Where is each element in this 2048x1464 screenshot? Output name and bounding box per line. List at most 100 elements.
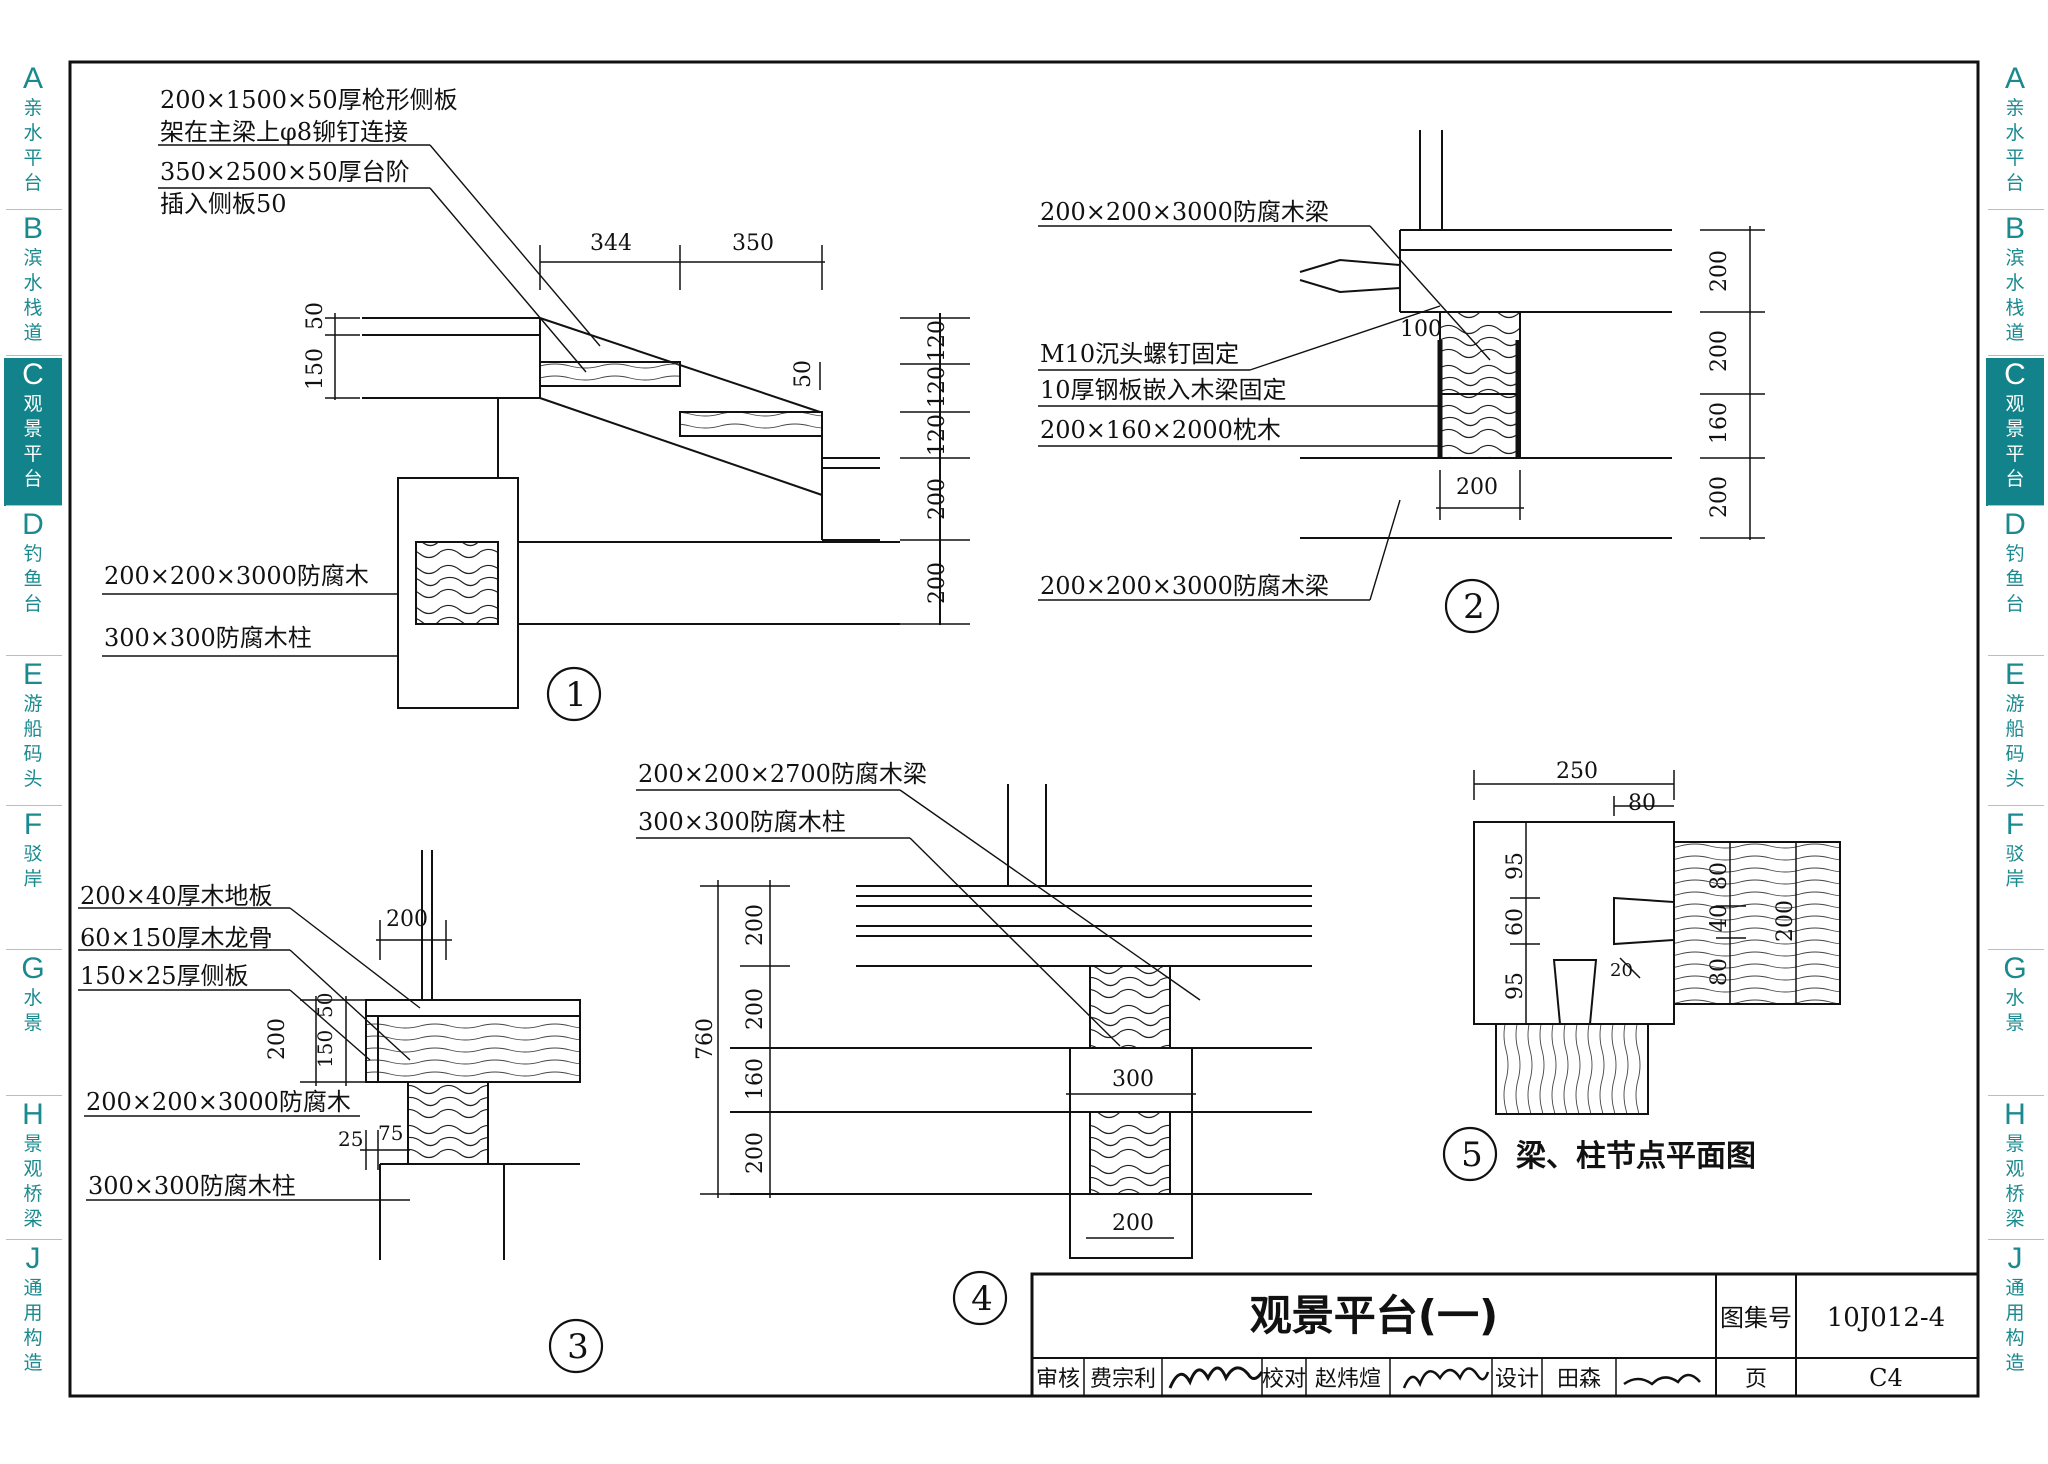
drawing-label: 200×40厚木地板 (80, 882, 272, 910)
drawing-label: 200 (1707, 250, 1732, 292)
drawing-label: 审核 (1036, 1367, 1080, 1392)
chapter-tab-letter: A (22, 62, 43, 95)
signature-designer (1623, 1373, 1701, 1386)
chapter-tab-letter: J (25, 1242, 41, 1275)
drawing-label: 200 (925, 478, 950, 520)
drawing-label: 校对 (1262, 1367, 1306, 1392)
drawing-label: 250 (1556, 759, 1598, 784)
drawing-label: 200×200×3000防腐木 (104, 562, 369, 590)
drawing-label: 95 (1503, 852, 1528, 880)
chapter-tab-letter: A (2004, 62, 2025, 95)
drawing-label: 50 (313, 993, 337, 1018)
drawing-label: 200 (386, 907, 428, 932)
detail-4-text: 200×200×2700防腐木梁 300×300防腐木柱 760 200 200… (638, 760, 1154, 1319)
chapter-tab-letter: B (2004, 212, 2025, 245)
drawing-label: 200 (1112, 1211, 1154, 1236)
drawing-label: 150 (303, 348, 328, 390)
chapter-tab-letter: E (22, 658, 43, 691)
drawing-label: 120 (925, 320, 950, 362)
chapter-tab-divider (1988, 209, 2044, 210)
drawing-label: 10J012-4 (1827, 1303, 1945, 1333)
drawing-label: 760 (693, 1018, 718, 1060)
drawing-label: 200 (743, 1132, 768, 1174)
drawing-label: 350 (732, 231, 774, 256)
drawing-label: 200 (925, 562, 950, 604)
drawing-label: 120 (925, 414, 950, 456)
drawing-label: 200×160×2000枕木 (1040, 416, 1281, 444)
chapter-tab-divider (1988, 1239, 2044, 1240)
chapter-tab-divider (1988, 805, 2044, 806)
chapter-tab-name: 驳岸 (2005, 843, 2025, 890)
drawing-label: 344 (590, 231, 632, 256)
drawing-label: 图集号 (1720, 1304, 1792, 1332)
chapter-tab-divider (6, 949, 62, 950)
chapter-tab-name: 驳岸 (23, 843, 43, 890)
chapter-tab-name: 游船码头 (23, 693, 43, 790)
drawing-label: 20 (1610, 960, 1633, 981)
chapter-tab-divider (1988, 655, 2044, 656)
chapter-tab-name: 水景 (23, 987, 43, 1034)
drawing-label: 200 (1707, 476, 1732, 518)
chapter-tab-divider (1988, 355, 2044, 356)
detail-3 (78, 850, 604, 1374)
drawing-label: 200×1500×50厚枪形侧板 (160, 86, 458, 114)
drawing-label: 1 (565, 675, 587, 715)
drawing-title: 观景平台(一) (1250, 1291, 1498, 1340)
drawing-label: 150×25厚侧板 (80, 962, 248, 990)
sheet-frame (68, 60, 1980, 1398)
drawing-label: 300×300防腐木柱 (638, 808, 846, 836)
chapter-tab-name: 滨水栈道 (23, 247, 43, 344)
chapter-tab-divider (6, 209, 62, 210)
drawing-label: 350×2500×50厚台阶 (160, 158, 410, 186)
drawing-label: 200 (743, 904, 768, 946)
chapter-tab-name: 水景 (2005, 987, 2025, 1034)
chapter-tab-letter: B (22, 212, 43, 245)
chapter-tab-name: 景观桥梁 (23, 1133, 43, 1230)
chapter-tab-letter: G (2003, 952, 2027, 985)
chapter-tab-name: 游船码头 (2005, 693, 2025, 790)
drawing-label: 2 (1463, 587, 1485, 627)
drawing-label: 150 (313, 1030, 337, 1068)
drawing-label: 200×200×3000防腐木 (86, 1088, 351, 1116)
drawing-label: 200 (265, 1018, 290, 1060)
drawing-label: 200 (743, 988, 768, 1030)
drawing-label: 3 (567, 1327, 589, 1367)
drawing-label: 160 (743, 1058, 768, 1100)
chapter-tab-letter: H (2004, 1098, 2026, 1131)
detail-5-text: 250 80 95 60 95 80 40 80 200 20 5 梁、柱节点平… (1461, 759, 1798, 1175)
drawing-label: C4 (1869, 1364, 1903, 1392)
chapter-tab-divider (6, 805, 62, 806)
drawing-label: 60×150厚木龙骨 (80, 924, 272, 952)
drawing-label: 200×200×3000防腐木梁 (1040, 198, 1329, 226)
chapter-tab-divider (6, 1095, 62, 1096)
drawing-label: 40 (1707, 904, 1732, 932)
chapter-tab-letter: C (2004, 358, 2026, 391)
drawing-label: 25 (338, 1127, 363, 1151)
drawing-label: 75 (378, 1121, 403, 1145)
drawing-label: 200 (1456, 475, 1498, 500)
drawing-label: 梁、柱节点平面图 (1516, 1139, 1756, 1174)
drawing-label: 200×200×3000防腐木梁 (1040, 572, 1329, 600)
drawing-label: 10厚钢板嵌入木梁固定 (1040, 376, 1287, 404)
drawing-label: 160 (1707, 402, 1732, 444)
drawing-label: 200 (1707, 330, 1732, 372)
